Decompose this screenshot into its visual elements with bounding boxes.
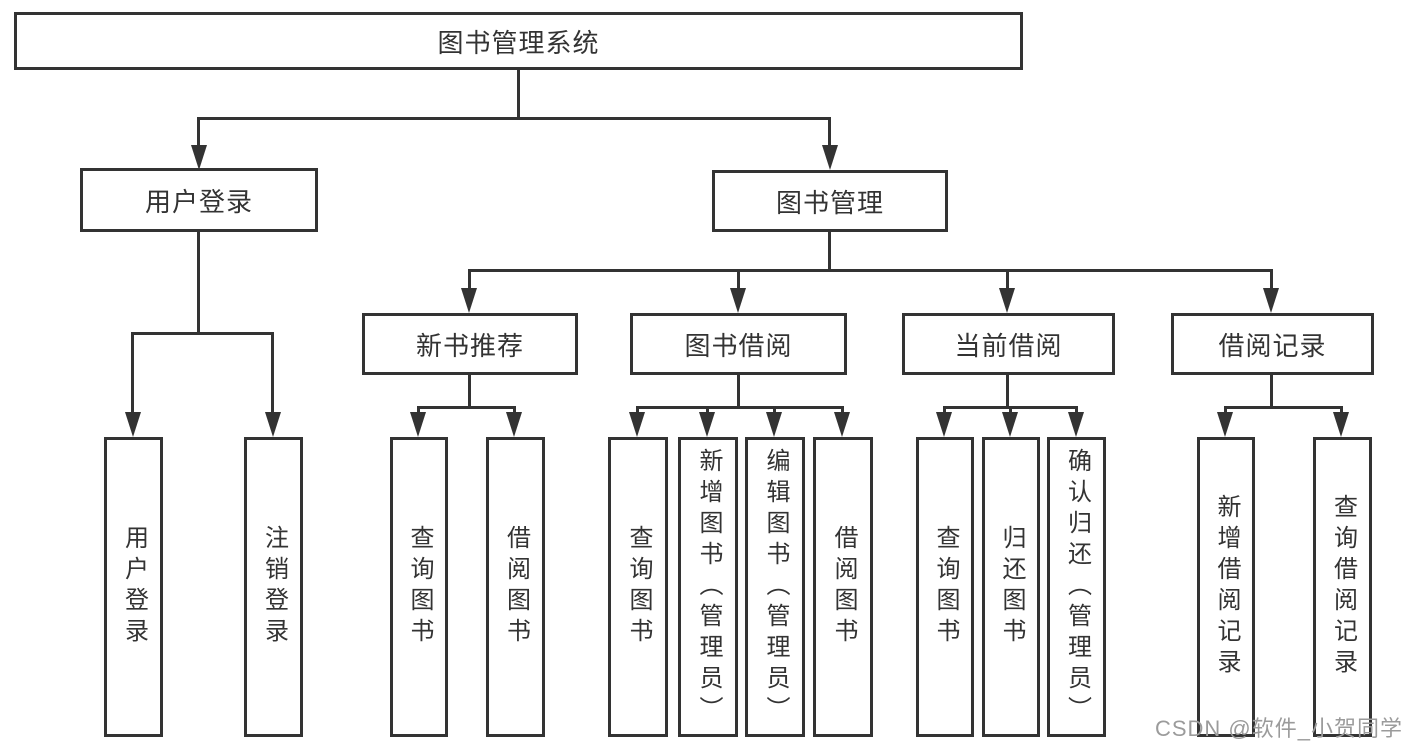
leaf-label: 查询图书 [406, 525, 433, 649]
connector-vline [1075, 406, 1078, 415]
leaf-label: 归还图书 [998, 525, 1025, 649]
node-new-book-recommendation: 新书推荐 [362, 313, 578, 375]
arrowhead-down-icon [629, 412, 645, 437]
arrowhead-down-icon [410, 412, 426, 437]
arrowhead-down-icon [1263, 288, 1279, 313]
node-label: 图书借阅 [684, 330, 793, 361]
leaf-query-books-current: 查询图书 [916, 437, 974, 737]
leaf-query-books-borrowing: 查询图书 [608, 437, 668, 737]
arrowhead-down-icon [191, 145, 207, 170]
arrowhead-down-icon [125, 412, 141, 437]
connector-vline [828, 232, 831, 271]
connector-vline [513, 406, 516, 415]
leaf-edit-books-admin: 编辑图书（管理员） [745, 437, 805, 737]
connector-vline [1340, 406, 1343, 415]
connector-vline [271, 332, 274, 414]
leaf-label: 借阅图书 [830, 525, 857, 649]
node-borrowing-records: 借阅记录 [1171, 313, 1374, 375]
arrowhead-down-icon [834, 412, 850, 437]
arrowhead-down-icon [936, 412, 952, 437]
leaf-return-books: 归还图书 [982, 437, 1040, 737]
connector-hline [636, 406, 844, 409]
connector-vline [468, 375, 471, 408]
arrowhead-down-icon [1333, 412, 1349, 437]
connector-vline [773, 406, 776, 415]
connector-hline [197, 117, 831, 120]
leaf-label: 确认归还（管理员） [1063, 447, 1091, 727]
connector-vline [636, 406, 639, 415]
connector-vline [1270, 375, 1273, 408]
leaf-label: 编辑图书（管理员） [762, 447, 789, 727]
leaf-label: 用户登录 [120, 525, 148, 649]
leaf-label: 注销登录 [260, 525, 288, 649]
connector-vline [197, 117, 200, 148]
arrowhead-down-icon [730, 288, 746, 313]
connector-vline [197, 232, 200, 334]
arrowhead-down-icon [1217, 412, 1233, 437]
leaf-logout: 注销登录 [244, 437, 303, 737]
leaf-label: 查询图书 [625, 525, 652, 649]
leaf-label: 新增图书（管理员） [695, 447, 722, 727]
connector-vline [706, 406, 709, 415]
connector-vline [1009, 406, 1012, 415]
leaf-query-books-recommend: 查询图书 [390, 437, 448, 737]
csdn-watermark: CSDN @软件_小贺同学 [1154, 716, 1403, 741]
arrowhead-down-icon [822, 145, 838, 170]
node-label: 用户登录 [144, 186, 253, 217]
node-label: 当前借阅 [954, 330, 1063, 361]
leaf-label: 借阅图书 [502, 525, 530, 649]
connector-hline [417, 406, 516, 409]
arrowhead-down-icon [1002, 412, 1018, 437]
node-label: 图书管理 [775, 187, 884, 218]
arrowhead-down-icon [699, 412, 715, 437]
leaf-query-borrow-record: 查询借阅记录 [1313, 437, 1372, 737]
node-user-login: 用户登录 [80, 168, 318, 232]
leaf-label: 新增借阅记录 [1213, 494, 1240, 680]
arrowhead-down-icon [1068, 412, 1084, 437]
connector-vline [737, 269, 740, 291]
connector-vline [841, 406, 844, 415]
leaf-confirm-return-admin: 确认归还（管理员） [1047, 437, 1106, 737]
node-book-management: 图书管理 [712, 170, 948, 232]
connector-hline [131, 332, 274, 335]
arrowhead-down-icon [766, 412, 782, 437]
node-label: 新书推荐 [415, 330, 524, 361]
connector-hline [1224, 406, 1343, 409]
connector-vline [417, 406, 420, 415]
leaf-user-login: 用户登录 [104, 437, 163, 737]
connector-vline [943, 406, 946, 415]
node-label: 借阅记录 [1218, 330, 1327, 361]
arrowhead-down-icon [506, 412, 522, 437]
node-label: 图书管理系统 [437, 27, 600, 58]
connector-vline [737, 375, 740, 408]
node-library-system: 图书管理系统 [14, 12, 1023, 70]
connector-vline [828, 117, 831, 148]
leaf-borrow-books: 借阅图书 [813, 437, 873, 737]
connector-vline [1006, 269, 1009, 291]
arrowhead-down-icon [999, 288, 1015, 313]
node-current-borrowing: 当前借阅 [902, 313, 1115, 375]
leaf-add-borrow-record: 新增借阅记录 [1197, 437, 1255, 737]
connector-vline [1270, 269, 1273, 291]
connector-vline [1224, 406, 1227, 415]
connector-vline [517, 70, 520, 118]
connector-vline [131, 332, 134, 414]
connector-hline [468, 269, 1273, 272]
arrowhead-down-icon [265, 412, 281, 437]
arrowhead-down-icon [461, 288, 477, 313]
leaf-borrow-books-recommend: 借阅图书 [486, 437, 545, 737]
connector-vline [1006, 375, 1009, 408]
leaf-label: 查询图书 [932, 525, 959, 649]
leaf-add-books-admin: 新增图书（管理员） [678, 437, 738, 737]
node-book-borrowing: 图书借阅 [630, 313, 847, 375]
connector-vline [468, 269, 471, 291]
leaf-label: 查询借阅记录 [1329, 494, 1357, 680]
